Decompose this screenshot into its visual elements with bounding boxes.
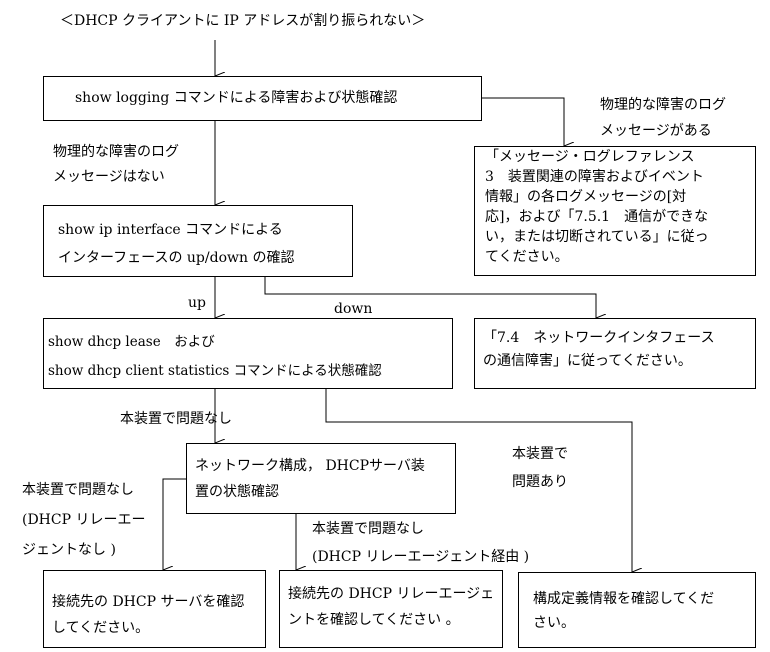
label-physical-error-yes: 物理的な障害のログメッセージがある bbox=[600, 92, 726, 144]
box-show-ip-interface: show ip interface コマンドによるインターフェースの up/do… bbox=[43, 205, 353, 277]
label-physical-error-no-line: メッセージはない bbox=[53, 169, 165, 185]
box-network-config: ネットワーク構成， DHCPサーバ装置の状態確認 bbox=[186, 443, 456, 514]
box-check-dhcp-server-text: 接続先の DHCP サーバを確認してください。 bbox=[44, 571, 265, 641]
box-network-config-text-line: ネットワーク構成， DHCPサーバ装 bbox=[195, 458, 425, 474]
arrow-ipif-down bbox=[264, 277, 596, 318]
label-device-issue: 本装置で問題あり bbox=[512, 440, 568, 496]
box-message-reference: 「メッセージ・ログレファレンス 3 装置関連の障害およびイベント情報」の各ログメッ… bbox=[474, 146, 756, 276]
box-show-dhcp-lease-text-line: show dhcp lease および bbox=[48, 334, 215, 350]
arrow-lease-issue bbox=[325, 389, 632, 572]
box-show-dhcp-lease-text: show dhcp lease および show dhcp client stat… bbox=[44, 319, 452, 386]
label-ok-no-relay-line: 本装置で問題なし bbox=[22, 482, 134, 498]
label-down: down bbox=[334, 301, 373, 317]
box-message-reference-text-line: 応]，および「7.5.1 通信ができな bbox=[485, 209, 709, 225]
label-physical-error-yes-line: メッセージがある bbox=[600, 123, 712, 139]
arrow-logging-to-msgref bbox=[482, 97, 564, 146]
box-check-dhcp-server-text-line: 接続先の DHCP サーバを確認 bbox=[52, 594, 245, 610]
box-message-reference-text-line: い，または切断されている」に従っ bbox=[485, 229, 709, 245]
box-message-reference-text-line: 3 装置関連の障害およびイベント bbox=[485, 169, 704, 185]
box-check-relay-agent: 接続先の DHCP リレーエージェントを確認してください 。 bbox=[279, 570, 503, 648]
box-check-dhcp-server: 接続先の DHCP サーバを確認してください。 bbox=[43, 570, 266, 648]
box-check-relay-agent-text-line: ントを確認してください 。 bbox=[288, 612, 460, 628]
box-check-config-text-line: さい。 bbox=[533, 615, 575, 631]
box-message-reference-text-line: 「メッセージ・ログレファレンス bbox=[485, 149, 695, 165]
label-ok-via-relay: 本装置で問題なし (DHCP リレーエージェント経由 ) bbox=[312, 515, 529, 571]
label-device-issue-line: 問題あり bbox=[512, 474, 568, 490]
label-ok-no-relay: 本装置で問題なし (DHCP リレーエージェントなし ) bbox=[22, 475, 145, 565]
box-check-relay-agent-text: 接続先の DHCP リレーエージェントを確認してください 。 bbox=[280, 571, 502, 633]
label-physical-error-no-line: 物理的な障害のログ bbox=[53, 144, 179, 160]
box-network-interface-text-line: 「7.4 ネットワークインタフェース bbox=[483, 330, 715, 346]
box-network-interface-text: 「7.4 ネットワークインタフェースの通信障害」に従ってください。 bbox=[475, 319, 755, 373]
arrow-netcfg-no-relay bbox=[162, 478, 186, 570]
label-ok-via-relay-line: 本装置で問題なし bbox=[312, 521, 424, 537]
box-network-interface: 「7.4 ネットワークインタフェースの通信障害」に従ってください。 bbox=[474, 318, 756, 389]
box-show-logging-text: show logging コマンドによる障害および状態確認 bbox=[44, 77, 481, 110]
diagram-title: ＜DHCP クライアントに IP アドレスが割り振られない＞ bbox=[60, 13, 426, 29]
box-show-dhcp-lease: show dhcp lease および show dhcp client stat… bbox=[43, 318, 453, 389]
box-check-config: 構成定義情報を確認してください。 bbox=[518, 572, 756, 648]
label-up: up bbox=[188, 295, 206, 311]
label-device-issue-line: 本装置で bbox=[512, 446, 568, 462]
label-physical-error-no: 物理的な障害のログメッセージはない bbox=[53, 140, 179, 190]
box-network-interface-text-line: の通信障害」に従ってください。 bbox=[483, 353, 692, 369]
label-ok-no-relay-line: (DHCP リレーエー bbox=[22, 512, 146, 528]
box-show-dhcp-lease-text-line: show dhcp client statistics コマンドによる状態確認 bbox=[48, 363, 382, 379]
label-physical-error-yes-line: 物理的な障害のログ bbox=[600, 97, 726, 113]
label-ok-via-relay-line: (DHCP リレーエージェント経由 ) bbox=[312, 549, 530, 565]
box-network-config-text: ネットワーク構成， DHCPサーバ装置の状態確認 bbox=[187, 444, 455, 505]
box-show-ip-interface-text-line: show ip interface コマンドによる bbox=[58, 222, 283, 238]
box-show-ip-interface-text-line: インターフェースの up/down の確認 bbox=[58, 250, 295, 266]
box-show-logging: show logging コマンドによる障害および状態確認 bbox=[43, 76, 482, 121]
box-check-config-text-line: 構成定義情報を確認してくだ bbox=[533, 591, 715, 607]
label-no-device-issue: 本装置で問題なし bbox=[120, 411, 232, 427]
box-show-ip-interface-text: show ip interface コマンドによるインターフェースの up/do… bbox=[44, 206, 352, 272]
box-message-reference-text-line: 情報」の各ログメッセージの[対 bbox=[485, 189, 687, 205]
box-check-config-text: 構成定義情報を確認してください。 bbox=[519, 573, 755, 635]
box-check-relay-agent-text-line: 接続先の DHCP リレーエージェ bbox=[288, 586, 495, 602]
box-network-config-text-line: 置の状態確認 bbox=[195, 484, 279, 500]
box-check-dhcp-server-text-line: してください。 bbox=[52, 620, 150, 636]
box-message-reference-text-line: てください。 bbox=[485, 249, 569, 265]
box-message-reference-text: 「メッセージ・ログレファレンス 3 装置関連の障害およびイベント情報」の各ログメッ… bbox=[475, 147, 755, 267]
box-show-logging-text-line: show logging コマンドによる障害および状態確認 bbox=[75, 90, 398, 106]
label-ok-no-relay-line: ジェントなし ) bbox=[22, 542, 116, 558]
